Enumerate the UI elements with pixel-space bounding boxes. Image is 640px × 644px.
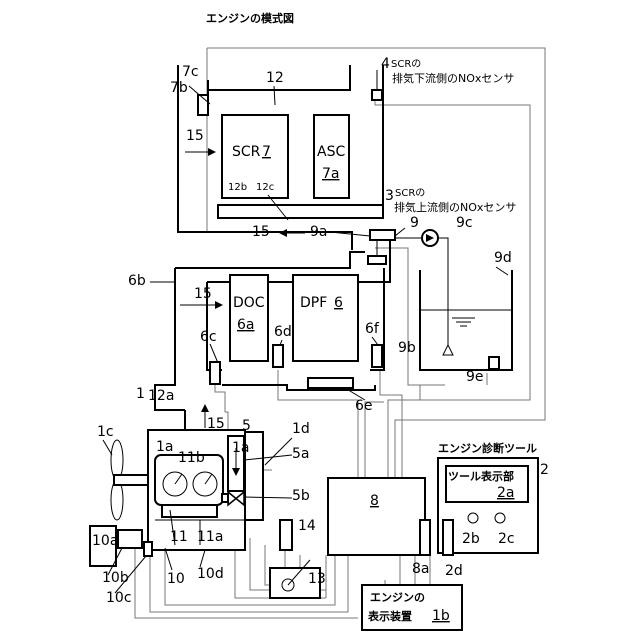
ref-label: 15 (252, 224, 270, 240)
ref-label: 15 (194, 286, 212, 302)
sensor-14 (280, 520, 292, 550)
tool-connector (443, 520, 453, 555)
dpf-ref: 6 (334, 295, 343, 311)
ref-label: 9a (310, 224, 328, 240)
dpf-filter (293, 275, 358, 361)
ref-label: 11b (178, 450, 205, 466)
differential-pressure-sensor (308, 378, 353, 388)
ref-label: 6f (365, 321, 380, 337)
ref-label: 9d (494, 250, 512, 266)
sensor-10b (118, 530, 142, 548)
nox-sensor-downstream (372, 90, 382, 100)
ecu (328, 478, 425, 555)
ref-label: 10 (167, 571, 185, 587)
tool-button-2b-ref: 2b (462, 531, 480, 547)
diagram-title: エンジンの模式図 (206, 11, 294, 25)
ref-label: 6d (274, 324, 292, 340)
tool-display-ref: 2a (497, 485, 515, 501)
sensor-up-line1: SCRの (395, 188, 425, 199)
doc-ref: 6a (237, 317, 255, 333)
sensor-6d (273, 345, 283, 367)
ref-label: 6c (200, 329, 217, 345)
ref-label: 10a (92, 533, 118, 549)
doc-label: DOC (233, 295, 265, 311)
ref-label: 6e (355, 398, 373, 414)
display-ref: 1b (432, 608, 450, 624)
ref-label: 5b (292, 488, 310, 504)
display-line2: 表示装置 (367, 609, 412, 623)
sensor-10c (144, 542, 152, 556)
connector-8a (420, 520, 430, 555)
ref-label: 1c (97, 424, 114, 440)
sensor-6f (372, 345, 382, 367)
scr-label: SCR (232, 144, 261, 160)
sensor-down-line1: SCRの (391, 59, 421, 70)
ref-label: 1a (232, 440, 250, 456)
ref-label: 15 (207, 416, 225, 432)
tool-title: エンジン診断ツール (438, 441, 537, 455)
ecu-ref: 8 (370, 493, 379, 509)
ref-label: 7c (182, 64, 199, 80)
ref-label: 12c (256, 182, 274, 193)
nox-sensor-upstream (370, 230, 395, 240)
tool-display-label: ツール表示部 (448, 469, 514, 483)
dpf-label: DPF (300, 295, 327, 311)
ref-label: 12a (148, 388, 174, 404)
ref-label: 1 (136, 386, 145, 402)
sensor-6c (210, 362, 220, 384)
tool-connector-ref: 2d (445, 563, 463, 579)
ref-label: 11a (197, 529, 223, 545)
ref-label: 9c (456, 215, 473, 231)
ref-label: 1d (292, 421, 310, 437)
ref-label: 9e (466, 369, 484, 385)
ref-label: 9 (410, 215, 419, 231)
ref-label: 5 (242, 418, 251, 434)
ref-label: 9b (398, 340, 416, 356)
sensor-down-line2: 排気下流側のNOxセンサ (392, 71, 514, 85)
ref-label: 10d (197, 566, 224, 582)
level-sensor-9e (489, 357, 499, 369)
tool-ref: 2 (540, 462, 549, 478)
urea-injector (368, 256, 386, 264)
ref-label: 6b (128, 273, 146, 289)
scr-ref: 7 (262, 144, 271, 160)
ref-label: 5a (292, 446, 310, 462)
ref-label: 10b (102, 570, 129, 586)
ref-label: 12 (266, 70, 284, 86)
ref-label: 15 (186, 128, 204, 144)
ref-label: 8a (412, 561, 430, 577)
urea-tank (420, 270, 512, 370)
ref-label: 10c (106, 590, 132, 606)
tool-button-2c-ref: 2c (498, 531, 515, 547)
sensor-down-ref: 4 (381, 56, 390, 72)
sensor-up-line2: 排気上流側のNOxセンサ (394, 200, 516, 214)
ref-label: 14 (298, 518, 316, 534)
sensor-up-ref: 3 (385, 188, 394, 204)
ref-label: 12b (228, 182, 247, 193)
ref-label: 7b (170, 80, 188, 96)
display-line1: エンジンの (370, 591, 425, 604)
asc-label: ASC (317, 144, 345, 160)
asc-ref: 7a (322, 166, 340, 182)
ref-label: 1a (156, 439, 174, 455)
ref-label: 13 (308, 571, 326, 587)
